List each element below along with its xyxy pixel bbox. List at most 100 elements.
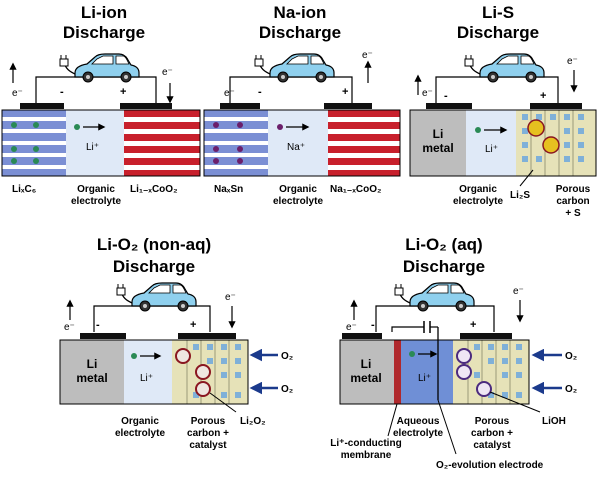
evolution-electrode-label: O₂-evolution electrode (436, 460, 544, 471)
anode-label: metal (422, 141, 453, 155)
electron-label: e⁻ (224, 88, 235, 99)
panel-subtitle: Discharge (63, 23, 145, 42)
plug-icon (464, 54, 481, 75)
electron-label: e⁻ (513, 286, 524, 297)
membrane-leader-line (387, 403, 398, 437)
electric-car-icon (131, 282, 197, 312)
lioh-particle (476, 381, 492, 397)
lioh-particle (456, 364, 472, 380)
anode-label: Li (433, 127, 444, 141)
electron-label: e⁻ (225, 292, 236, 303)
ion-particle (409, 351, 415, 357)
electrolyte-region (268, 110, 328, 176)
cathode-label: + S (565, 208, 581, 219)
positive-terminal-sign: + (190, 319, 196, 331)
cathode-label: Porous (475, 416, 510, 427)
oxygen-label: O₂ (281, 384, 293, 395)
negative-terminal-sign: - (444, 90, 448, 102)
plug-icon (116, 283, 133, 304)
product-label: Li₂S (510, 190, 530, 201)
ion-label: Li⁺ (418, 373, 431, 384)
positive-terminal-sign: + (120, 86, 126, 98)
anode-label: Li (361, 357, 372, 371)
panel-subtitle: Discharge (457, 23, 539, 42)
ion-label: Li⁺ (140, 373, 153, 384)
evolution-leader-line (437, 399, 457, 455)
negative-terminal (342, 333, 382, 339)
negative-terminal (20, 103, 64, 109)
circuit-wire (35, 76, 157, 103)
electrolyte-region (124, 340, 172, 404)
panel-title: Li-O₂ (aq) (405, 235, 482, 254)
panel-lis: Li-S Discharge e⁻ e⁻ - + Li metal Li⁺ (409, 3, 597, 219)
panel-title: Li-S (482, 3, 514, 22)
negative-terminal (426, 103, 472, 109)
electron-label: e⁻ (346, 322, 357, 333)
li-conducting-membrane[interactable] (394, 340, 401, 404)
negative-terminal-sign: - (371, 319, 375, 331)
cell-outline (409, 109, 597, 177)
porous-carbon-cathode (516, 110, 596, 176)
sulfur-particle (542, 136, 560, 154)
positive-terminal (460, 333, 512, 339)
panel-title: Li-ion (81, 3, 127, 22)
anode-label: metal (76, 371, 107, 385)
plug-icon (254, 54, 271, 75)
anode-layers (2, 110, 66, 176)
electric-car-icon (74, 53, 140, 83)
cathode-label: Na₁₋ₓCoO₂ (330, 184, 381, 195)
circuit-wire (229, 76, 353, 103)
cell-outline (59, 339, 249, 405)
ion-particle (475, 127, 481, 133)
cathode-label: Porous (556, 184, 591, 195)
positive-terminal-sign: + (470, 319, 476, 331)
negative-terminal-sign: - (60, 86, 64, 98)
product-leader-line (209, 392, 237, 413)
negative-terminal (80, 333, 126, 339)
panel-title: Li-O₂ (non-aq) (97, 235, 211, 254)
ion-label: Na⁺ (287, 142, 305, 153)
positive-terminal (178, 333, 236, 339)
negative-terminal-sign: - (96, 319, 100, 331)
electron-label: e⁻ (422, 88, 433, 99)
electrolyte-region (466, 110, 516, 176)
positive-terminal (530, 103, 582, 109)
panel-lio2-aq: Li-O₂ (aq) Discharge e⁻ e⁻ - + Li metal … (330, 235, 577, 471)
electrolyte-region (66, 110, 124, 176)
anode-label: LiₓC₆ (12, 184, 36, 195)
panel-subtitle: Discharge (113, 257, 195, 276)
panel-subtitle: Discharge (403, 257, 485, 276)
li2o2-particle (175, 348, 191, 364)
cell-outline (339, 339, 530, 405)
ion-particle (131, 353, 137, 359)
cell-outline (203, 109, 401, 177)
cathode-label: carbon (556, 196, 589, 207)
product-label: Li₂O₂ (240, 416, 266, 427)
electrolyte-label: electrolyte (393, 428, 443, 439)
panel-naion: Na-ion Discharge e⁻ e⁻ - + Na⁺ (203, 3, 401, 207)
li-metal-anode (410, 110, 466, 176)
sulfur-particle (527, 119, 545, 137)
electrolyte-label: Organic (279, 184, 317, 195)
porous-carbon-cathode (172, 340, 248, 404)
anode-label: NaₓSn (214, 184, 243, 195)
lioh-particle (456, 348, 472, 364)
cathode-layers (328, 110, 400, 176)
product-leader-line (519, 169, 534, 187)
electron-label: e⁻ (567, 56, 578, 67)
membrane-label: membrane (341, 450, 392, 461)
electrolyte-label: Aqueous (397, 416, 440, 427)
electrolyte-label: Organic (77, 184, 115, 195)
electric-car-icon (479, 53, 545, 83)
panel-liion: Li-ion Discharge e⁻ e⁻ - + Li⁺ (1, 3, 201, 207)
product-leader-line (489, 391, 541, 413)
ion-label: Li⁺ (86, 142, 99, 153)
plug-icon (394, 283, 411, 304)
ion-particle (74, 124, 80, 130)
oxygen-label: O₂ (565, 384, 577, 395)
electric-car-icon (269, 53, 335, 83)
ion-label: Li⁺ (485, 144, 498, 155)
li2o2-particle (195, 364, 211, 380)
plug-icon (59, 54, 76, 75)
electric-car-icon (409, 282, 475, 312)
